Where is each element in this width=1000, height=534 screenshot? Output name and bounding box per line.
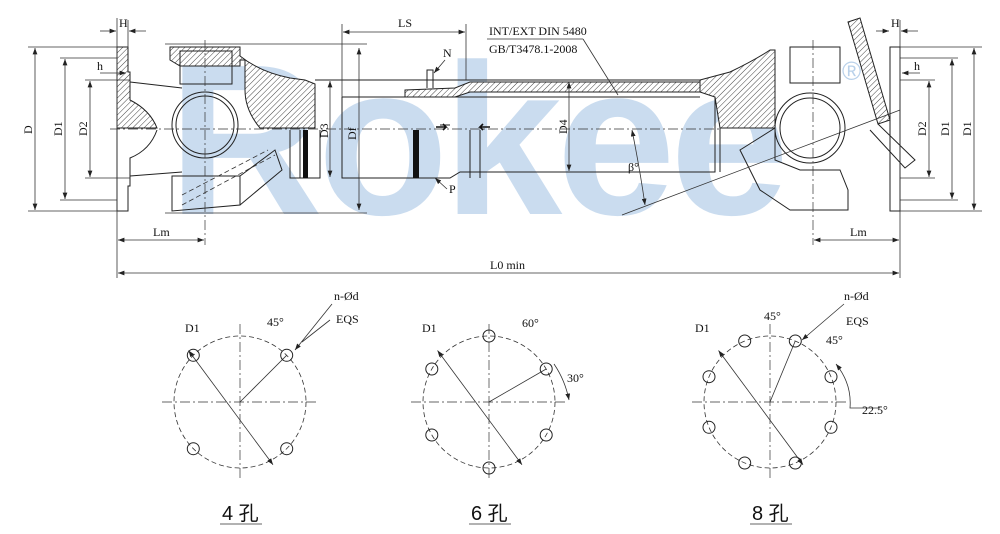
- bolt-hole: [788, 334, 802, 348]
- label-P: P: [449, 182, 456, 196]
- angle-ray: [488, 368, 547, 403]
- dim-D1-right-b: D1: [960, 121, 974, 136]
- flange-pattern-4-holes: D1 45° n-Ød EQS 4 孔: [162, 289, 359, 525]
- dim-D1: D1: [51, 121, 65, 136]
- dim-H-left: H: [119, 16, 128, 30]
- bolt-hole: [738, 334, 752, 348]
- bolt-hole: [482, 329, 496, 343]
- dim-h-right: h: [914, 59, 920, 73]
- caption-6-holes: 6 孔: [471, 502, 508, 525]
- bolt-hole: [280, 348, 294, 362]
- right-yoke-section: [699, 49, 776, 129]
- dim-D1-right-a: D1: [938, 121, 952, 136]
- bolt-hole: [539, 362, 553, 376]
- middle-dimensions: D3 Df LS N P INT/EXT DIN 5480 GB/T3478.1…: [118, 16, 899, 276]
- svg-text:Rokee: Rokee: [168, 19, 783, 260]
- d1-diameter-line: [188, 350, 274, 465]
- bolt-hole: [425, 362, 439, 376]
- bolt-hole: [539, 428, 553, 442]
- label-angle-45b: 45°: [826, 333, 843, 347]
- label-eqs: EQS: [846, 314, 869, 328]
- dim-Lm-right: Lm: [850, 225, 867, 239]
- svg-text:®: ®: [842, 56, 861, 86]
- right-yoke-lower: [739, 127, 849, 211]
- dim-Df: Df: [345, 127, 359, 140]
- dim-Lm-left: Lm: [153, 225, 170, 239]
- bolt-hole: [738, 456, 752, 470]
- label-n-od: n-Ød: [334, 289, 359, 303]
- label-angle-45: 45°: [764, 309, 781, 323]
- left-dimensions: D D1 D2 H h Lm: [21, 16, 204, 278]
- tilted-axis-line: [621, 109, 901, 216]
- bolt-hole: [186, 348, 200, 362]
- dim-h-left: h: [97, 59, 103, 73]
- right-cross-bearing: [774, 92, 846, 164]
- label-angle-45: 45°: [267, 315, 284, 329]
- dim-D2-right: D2: [915, 121, 929, 136]
- grease-nipple: [426, 69, 434, 88]
- bolt-hole: [482, 461, 496, 475]
- label-D1: D1: [185, 321, 200, 335]
- right-dimensions: H h D2 D1 D1 Lm: [814, 16, 982, 278]
- left-flange-body: [116, 128, 158, 212]
- seal-ring-mid: [413, 130, 419, 178]
- caption-8-holes: 8 孔: [752, 502, 789, 525]
- rokee-watermark-logo: Rokee ®: [168, 19, 861, 260]
- label-eqs: EQS: [336, 312, 359, 326]
- dim-H-right: H: [891, 16, 900, 30]
- dim-D4: D4: [556, 119, 570, 134]
- bolt-hole: [824, 420, 838, 434]
- dim-L0-min: L0 min: [490, 258, 525, 272]
- dim-D2: D2: [76, 121, 90, 136]
- angle-ray: [239, 355, 287, 403]
- label-n-od: n-Ød: [844, 289, 869, 303]
- bolt-hole: [186, 442, 200, 456]
- d1-diameter-line: [718, 350, 804, 465]
- dim-LS: LS: [398, 16, 412, 30]
- label-spline-standard-din: INT/EXT DIN 5480: [489, 24, 587, 38]
- bolt-hole: [280, 442, 294, 456]
- flange-pattern-6-holes: D1 60° 30° 6 孔: [411, 316, 584, 525]
- seal-ring-left: [303, 130, 308, 178]
- right-flange-reference: [889, 46, 901, 212]
- bolt-hole: [702, 370, 716, 384]
- label-N: N: [443, 46, 452, 60]
- label-angle-30: 30°: [567, 371, 584, 385]
- flange-pattern-8-holes: D1 45° n-Ød EQS 45° 22.5° 8 孔: [692, 289, 888, 525]
- dim-D3: D3: [317, 123, 331, 138]
- label-D1: D1: [695, 321, 710, 335]
- angle-ray: [769, 340, 796, 403]
- bolt-hole: [425, 428, 439, 442]
- tube-outline: [315, 79, 716, 179]
- label-angle-22-5: 22.5°: [862, 403, 888, 417]
- dim-D: D: [21, 125, 35, 134]
- left-yoke-section: [169, 46, 316, 129]
- cardan-shaft-side-view: D D1 D2 H h Lm D3 Df LS N: [21, 16, 982, 278]
- caption-4-holes: 4 孔: [222, 502, 259, 525]
- bolt-hole: [702, 420, 716, 434]
- bolt-hole: [788, 456, 802, 470]
- d1-diameter-line: [437, 350, 523, 465]
- label-spline-standard-gb: GB/T3478.1-2008: [489, 42, 577, 56]
- label-angle-60: 60°: [522, 316, 539, 330]
- label-D1: D1: [422, 321, 437, 335]
- left-yoke-lower: [171, 149, 283, 212]
- bolt-hole: [824, 370, 838, 384]
- label-beta-angle: β°: [628, 160, 639, 174]
- left-flange-section: [116, 46, 158, 129]
